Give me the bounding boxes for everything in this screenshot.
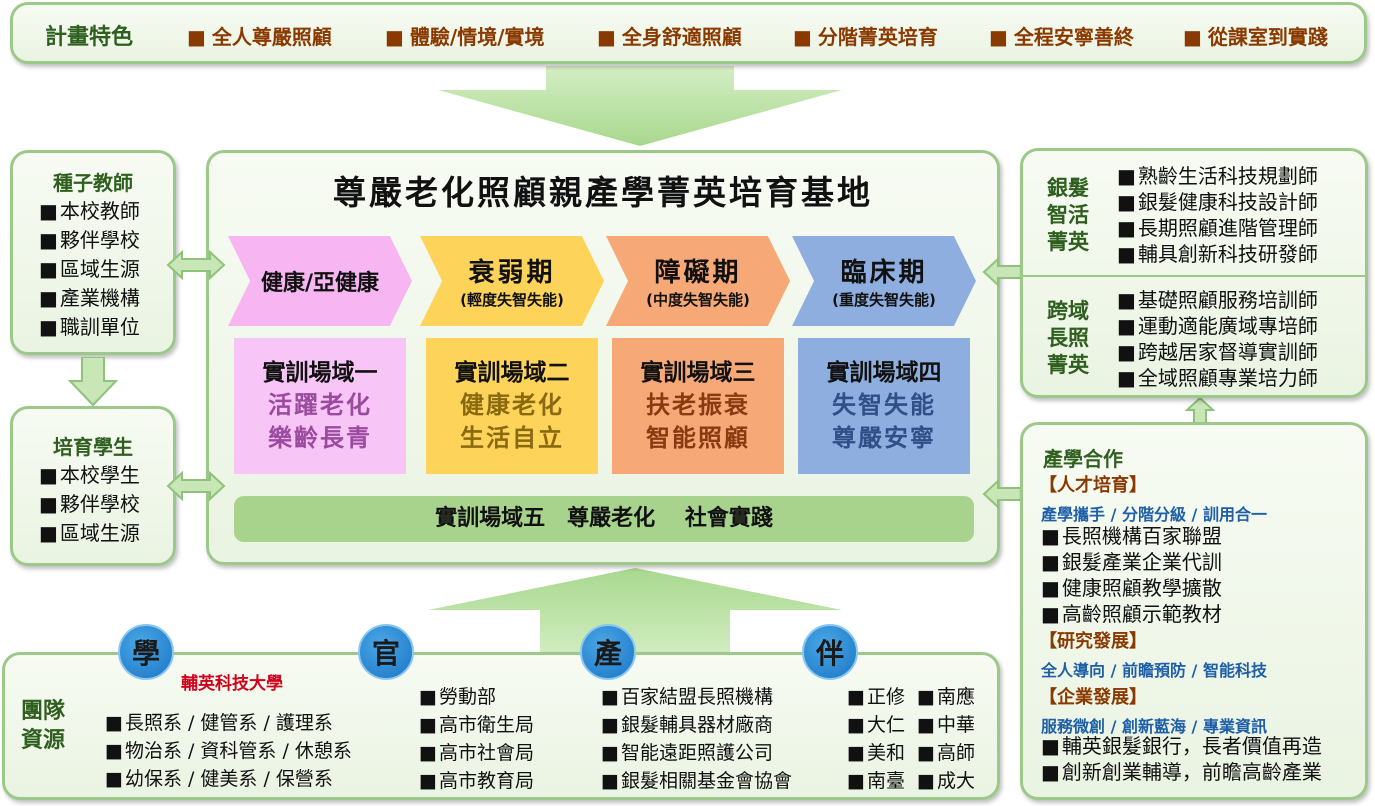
list-item: 高師 <box>917 739 975 767</box>
list-item: 長期照顧進階管理師 <box>1117 215 1318 241</box>
list-item: 大仁 <box>847 711 905 739</box>
down-arrow-shape <box>438 66 842 146</box>
list-item: 本校教師 <box>39 197 140 226</box>
enterprise-motto: 服務微創 / 創新藍海 / 專業資訊 <box>1041 717 1267 736</box>
industry-title: 產學合作 <box>1043 447 1123 471</box>
list-item: 夥伴學校 <box>39 226 140 255</box>
list-item: 高市教育局 <box>419 767 534 795</box>
enterprise-label: 【企業發展】 <box>1039 687 1147 708</box>
government-list: 勞動部 高市衛生局 高市社會局 高市教育局 <box>419 683 534 795</box>
feature-item: 體驗/情境/實境 <box>385 21 597 50</box>
list-item: 正修 <box>847 683 905 711</box>
stage-clinical: 臨床期 (重度失智失能) <box>792 236 976 326</box>
double-arrow-left-bottom <box>166 471 226 501</box>
list-item: 健康照顧教學擴散 <box>1041 575 1222 601</box>
double-arrow-left-top <box>166 250 226 280</box>
team-label: 團隊資源 <box>21 699 66 753</box>
silver-elite-label: 銀髮智活菁英 <box>1047 176 1089 254</box>
circle-academia: 學 <box>118 624 174 680</box>
seed-teachers-title: 種子教師 <box>53 171 133 195</box>
seed-teachers-box: 種子教師 本校教師 夥伴學校 區域生源 產業機構 職訓單位 <box>10 150 176 355</box>
stage-frail: 衰弱期 (輕度失智失能) <box>420 236 604 326</box>
feature-item: 全身舒適照顧 <box>597 21 793 50</box>
center-title: 尊嚴老化照顧親產學菁英培育基地 <box>333 173 873 212</box>
university-name: 輔英科技大學 <box>181 674 283 694</box>
training-field-4: 實訓場域四 失智失能 尊嚴安寧 <box>798 338 970 474</box>
list-item: 勞動部 <box>419 683 534 711</box>
training-field-2: 實訓場域二 健康老化 生活自立 <box>426 338 598 474</box>
features-label: 計畫特色 <box>45 25 134 50</box>
features-bar: 計畫特色 全人尊嚴照顧 體驗/情境/實境 全身舒適照顧 分階菁英培育 全程安寧善… <box>10 2 1367 64</box>
list-item: 運動適能廣域專培師 <box>1117 313 1318 339</box>
industry-partners-list: 百家結盟長照機構 銀髮輔具器材廠商 智能遠距照護公司 銀髮相關基金會協會 <box>601 683 792 795</box>
list-item: 銀髮產業企業代訓 <box>1041 549 1222 575</box>
list-item: 物治系 / 資科管系 / 休憩系 <box>105 737 352 765</box>
list-item: 全域照顧專業培力師 <box>1117 365 1318 391</box>
students-list: 本校學生 夥伴學校 區域生源 <box>39 461 140 548</box>
students-title: 培育學生 <box>53 435 133 459</box>
list-item: 熟齡生活科技規劃師 <box>1117 163 1318 189</box>
list-item: 高市社會局 <box>419 739 534 767</box>
silver-elite-list: 熟齡生活科技規劃師 銀髮健康科技設計師 長期照顧進階管理師 輔具創新科技研發師 <box>1117 163 1318 267</box>
talent-motto: 產學攜手 / 分階分級 / 訓用合一 <box>1041 505 1267 524</box>
stage-disability: 障礙期 (中度失智失能) <box>606 236 790 326</box>
features-list: 全人尊嚴照顧 體驗/情境/實境 全身舒適照顧 分階菁英培育 全程安寧善終 從課室… <box>187 21 1328 50</box>
talent-label: 【人才培育】 <box>1039 475 1147 496</box>
cross-elite-list: 基礎照顧服務培訓師 運動適能廣域專培師 跨越居家督導實訓師 全域照顧專業培力師 <box>1117 287 1318 391</box>
small-down-arrow <box>68 357 118 407</box>
list-item: 銀髮相關基金會協會 <box>601 767 792 795</box>
academic-list: 長照系 / 健管系 / 護理系 物治系 / 資科管系 / 休憩系 幼保系 / 健… <box>105 709 352 793</box>
feature-item: 從課室到實踐 <box>1183 21 1328 50</box>
list-item: 中華 <box>917 711 975 739</box>
list-item: 區域生源 <box>39 519 140 548</box>
seed-teachers-list: 本校教師 夥伴學校 區域生源 產業機構 職訓單位 <box>39 197 140 342</box>
partner-schools-b: 南應 中華 高師 成大 <box>917 683 975 795</box>
stage-healthy: 健康/亞健康 <box>228 236 412 326</box>
list-item: 成大 <box>917 767 975 795</box>
partner-schools-a: 正修 大仁 美和 南臺 <box>847 683 905 795</box>
circle-industry: 產 <box>580 624 636 680</box>
students-box: 培育學生 本校學生 夥伴學校 區域生源 <box>10 406 176 566</box>
list-item: 跨越居家督導實訓師 <box>1117 339 1318 365</box>
list-item: 高齡照顧示範教材 <box>1041 601 1222 627</box>
elite-divider <box>1023 275 1365 277</box>
training-field-5: 實訓場域五 尊嚴老化 社會實踐 <box>234 496 974 542</box>
training-field-1: 實訓場域一 活躍老化 樂齡長青 <box>234 338 406 474</box>
list-item: 南應 <box>917 683 975 711</box>
talent-list: 長照機構百家聯盟 銀髮產業企業代訓 健康照顧教學擴散 高齡照顧示範教材 <box>1041 523 1222 627</box>
circle-partner: 伴 <box>802 624 858 680</box>
list-item: 職訓單位 <box>39 313 140 342</box>
list-item: 夥伴學校 <box>39 490 140 519</box>
training-field-3: 實訓場域三 扶老振衰 智能照顧 <box>612 338 784 474</box>
list-item: 南臺 <box>847 767 905 795</box>
list-item: 長照系 / 健管系 / 護理系 <box>105 709 352 737</box>
list-item: 輔英銀髮銀行，長者價值再造 <box>1041 733 1322 759</box>
up-arrow-shape <box>428 568 842 660</box>
list-item: 銀髮輔具器材廠商 <box>601 711 792 739</box>
research-label: 【研究發展】 <box>1039 631 1147 652</box>
list-item: 幼保系 / 健美系 / 保營系 <box>105 765 352 793</box>
list-item: 美和 <box>847 739 905 767</box>
list-item: 智能遠距照護公司 <box>601 739 792 767</box>
list-item: 高市衛生局 <box>419 711 534 739</box>
list-item: 百家結盟長照機構 <box>601 683 792 711</box>
feature-item: 全人尊嚴照顧 <box>187 21 385 50</box>
enterprise-list: 輔英銀髮銀行，長者價值再造 創新創業輔導，前瞻高齡產業 <box>1041 733 1322 785</box>
list-item: 輔具創新科技研發師 <box>1117 241 1318 267</box>
list-item: 基礎照顧服務培訓師 <box>1117 287 1318 313</box>
list-item: 產業機構 <box>39 284 140 313</box>
industry-box: 產學合作 【人才培育】 產學攜手 / 分階分級 / 訓用合一 長照機構百家聯盟 … <box>1020 422 1368 800</box>
list-item: 長照機構百家聯盟 <box>1041 523 1222 549</box>
research-motto: 全人導向 / 前瞻預防 / 智能科技 <box>1041 661 1267 680</box>
feature-item: 分階菁英培育 <box>793 21 989 50</box>
circle-government: 官 <box>358 624 414 680</box>
feature-item: 全程安寧善終 <box>989 21 1183 50</box>
elite-box: 銀髮智活菁英 熟齡生活科技規劃師 銀髮健康科技設計師 長期照顧進階管理師 輔具創… <box>1020 148 1368 398</box>
cross-elite-label: 跨域長照菁英 <box>1047 299 1089 377</box>
list-item: 區域生源 <box>39 255 140 284</box>
list-item: 銀髮健康科技設計師 <box>1117 189 1318 215</box>
list-item: 本校學生 <box>39 461 140 490</box>
list-item: 創新創業輔導，前瞻高齡產業 <box>1041 759 1322 785</box>
